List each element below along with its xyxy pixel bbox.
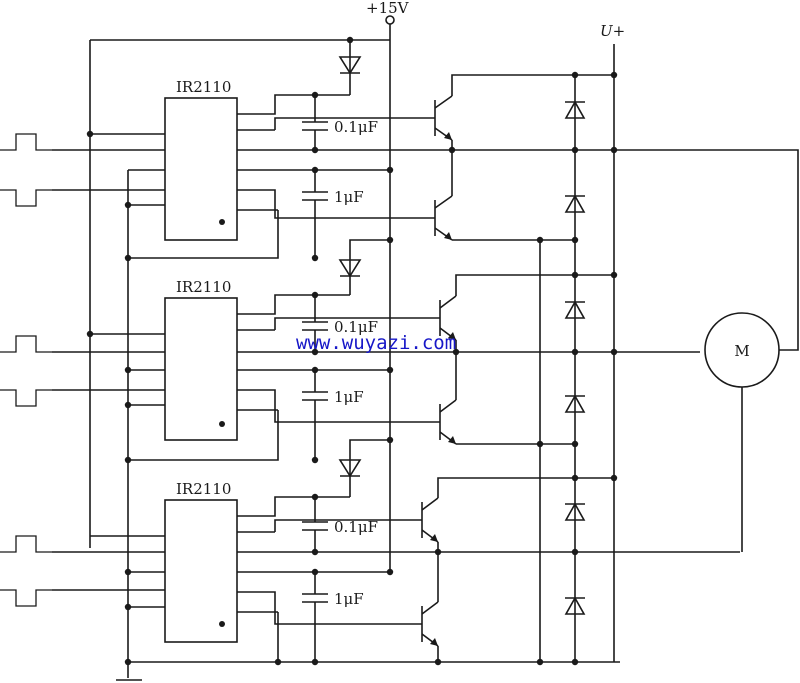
bootstrap-cap-1-label: 0.1μF	[334, 118, 378, 136]
pulse-input-1	[0, 133, 52, 151]
driver-1-label: IR2110	[176, 78, 231, 96]
bus-rail: U+	[600, 22, 625, 662]
supply-rail: +15V	[89, 0, 410, 570]
pulse-input-5	[0, 535, 52, 553]
diode-a-low	[564, 194, 586, 213]
motor-label: M	[734, 342, 749, 360]
diode-c-high	[564, 502, 586, 521]
supply-cap-3-label: 1μF	[334, 590, 364, 608]
driver-stage-2: IR2110 0.1μF	[0, 236, 700, 464]
ground-rail	[116, 170, 620, 681]
diode-b-low	[564, 394, 586, 413]
driver-3-label: IR2110	[176, 480, 231, 498]
watermark-text: www.wuyazi.com	[296, 332, 456, 354]
motor: M	[614, 149, 799, 552]
bootstrap-cap-3-label: 0.1μF	[334, 518, 378, 536]
driver-stage-1: IR2110 0.1μF	[0, 36, 614, 262]
driver-stage-3: IR2110 0.1μF	[0, 436, 740, 666]
diode-c-low	[564, 596, 586, 615]
supply-cap-1-label: 1μF	[334, 188, 364, 206]
diode-a-high	[564, 100, 586, 119]
supply-label: +15V	[366, 0, 410, 17]
supply-cap-2-label: 1μF	[334, 388, 364, 406]
power-bridge	[421, 74, 614, 666]
bus-label: U+	[600, 22, 625, 40]
bootstrap-cap-2-label: 0.1μF	[334, 318, 378, 336]
pulse-input-4	[0, 389, 52, 407]
driver-2-label: IR2110	[176, 278, 231, 296]
freewheel-diodes	[564, 71, 618, 666]
pulse-input-2	[0, 189, 52, 207]
pulse-input-6	[0, 589, 52, 607]
pulse-input-3	[0, 335, 52, 353]
diode-b-high	[564, 300, 586, 319]
